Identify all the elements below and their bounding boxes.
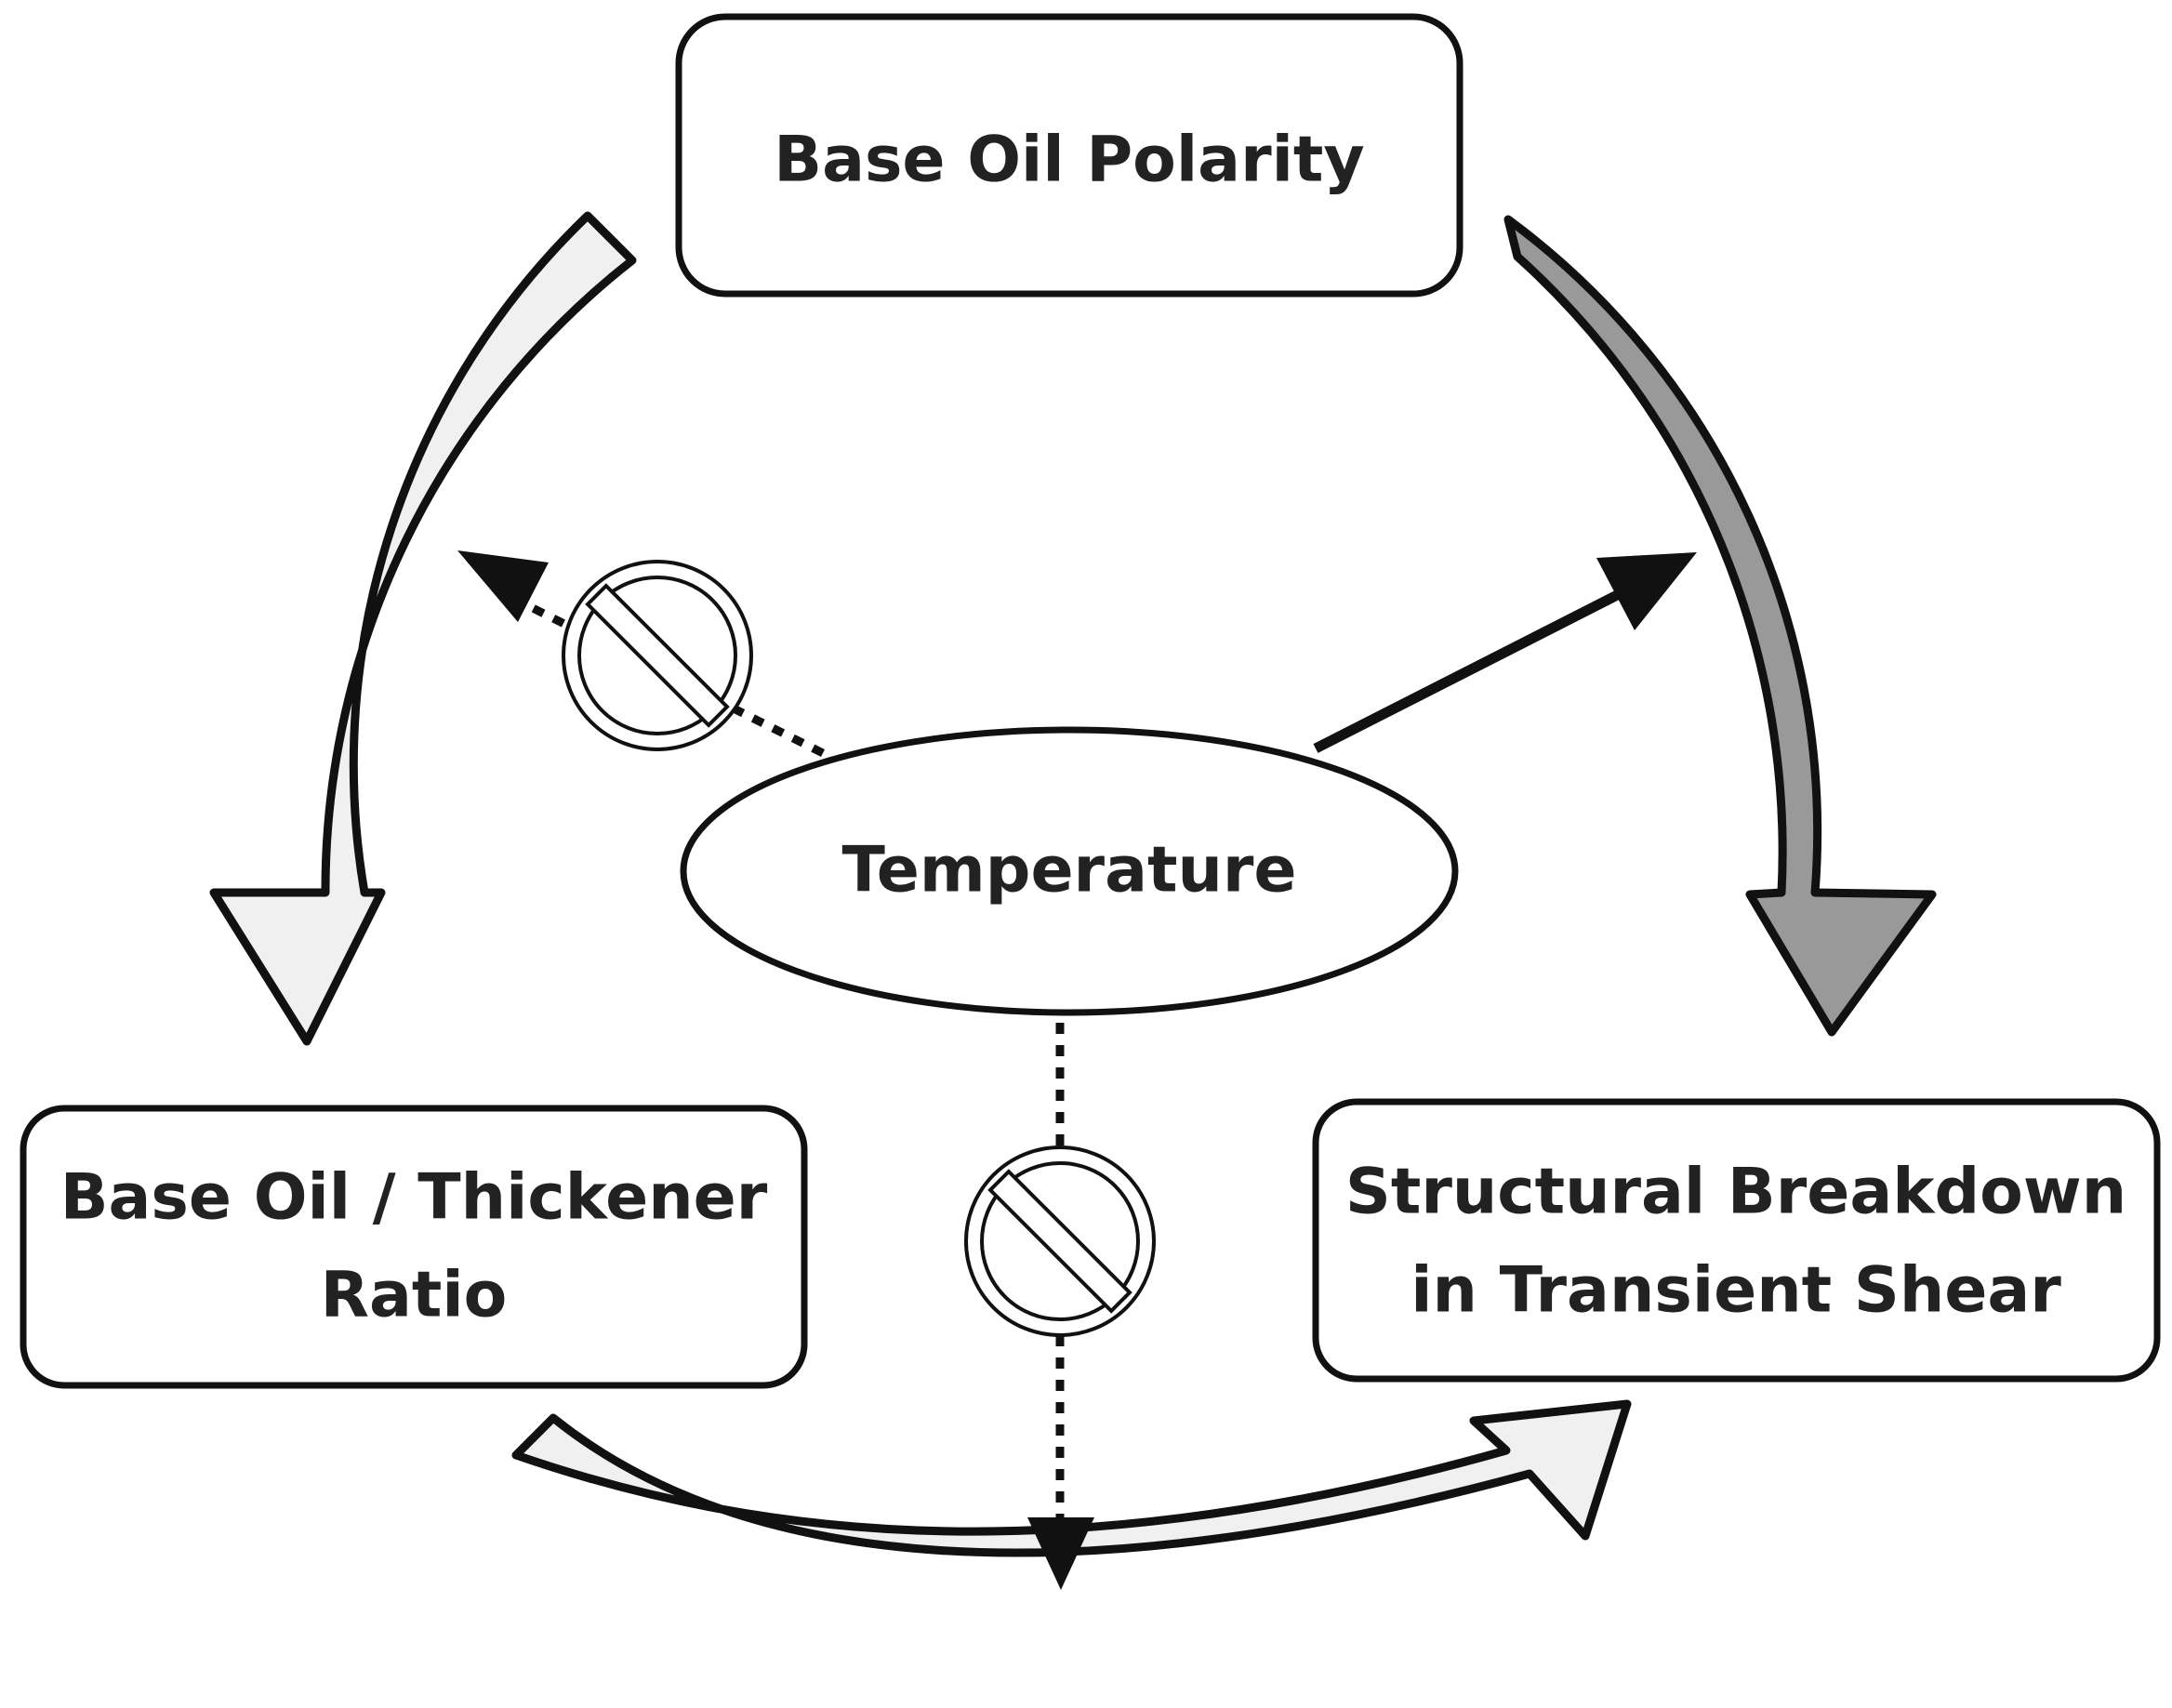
node-label-breakdown-line1: Structural Breakdown (1345, 1156, 2126, 1229)
arrowhead-temperature-left (457, 550, 549, 622)
node-label-ratio-line1: Base Oil / Thickener (60, 1161, 768, 1235)
edge-temperature-to-polarity-breakdown (1313, 583, 1635, 753)
arrow-polarity-to-ratio (209, 211, 637, 1046)
arrowhead-temperature-right (1596, 552, 1697, 630)
no-effect-icon (562, 560, 753, 751)
node-base-oil-thickener-ratio: Base Oil / Thickener Ratio (20, 1105, 808, 1389)
edge-temperature-to-polarity-ratio (504, 590, 826, 758)
node-label-breakdown-line2: in Transient Shear (1410, 1254, 2061, 1328)
node-label-base-oil-polarity: Base Oil Polarity (774, 124, 1365, 197)
no-effect-icon (964, 1145, 1156, 1337)
node-structural-breakdown: Structural Breakdown in Transient Shear (1312, 1098, 2161, 1383)
arrow-ratio-to-breakdown (511, 1399, 1632, 1557)
arrow-polarity-to-breakdown (1503, 215, 1937, 1037)
node-label-temperature: Temperature (841, 834, 1296, 907)
node-label-ratio-line2: Ratio (321, 1259, 508, 1332)
arrowhead-temperature-down (1027, 1517, 1094, 1590)
node-temperature: Temperature (680, 726, 1459, 1016)
node-base-oil-polarity: Base Oil Polarity (675, 13, 1463, 298)
